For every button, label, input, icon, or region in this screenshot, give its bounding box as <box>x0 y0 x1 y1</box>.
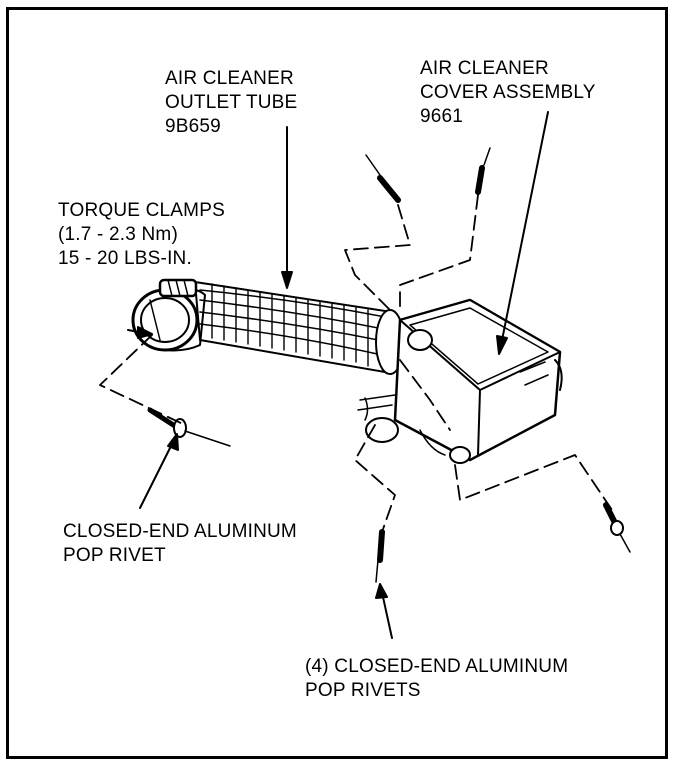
pop-rivet-drawing <box>147 407 231 447</box>
outlet-tube-drawing <box>131 278 405 375</box>
rivet-top-right-drawing <box>475 147 491 195</box>
rivet-bottom-drawing <box>375 529 385 583</box>
rivet-right-drawing <box>603 502 631 553</box>
leader-arrows <box>127 111 549 639</box>
alignment-lines <box>99 194 613 533</box>
label-cover-assembly: AIR CLEANER COVER ASSEMBLY 9661 <box>420 58 596 127</box>
label-outlet-tube: AIR CLEANER OUTLET TUBE 9B659 <box>165 68 298 137</box>
cover-assembly-drawing <box>357 298 563 464</box>
label-pop-rivet: CLOSED-END ALUMINUM POP RIVET <box>63 521 297 566</box>
label-torque-clamps: TORQUE CLAMPS (1.7 - 2.3 Nm) 15 - 20 LBS… <box>58 200 225 269</box>
label-pop-rivets-4: (4) CLOSED-END ALUMINUM POP RIVETS <box>305 656 569 701</box>
rivet-top-left-drawing <box>365 154 401 203</box>
